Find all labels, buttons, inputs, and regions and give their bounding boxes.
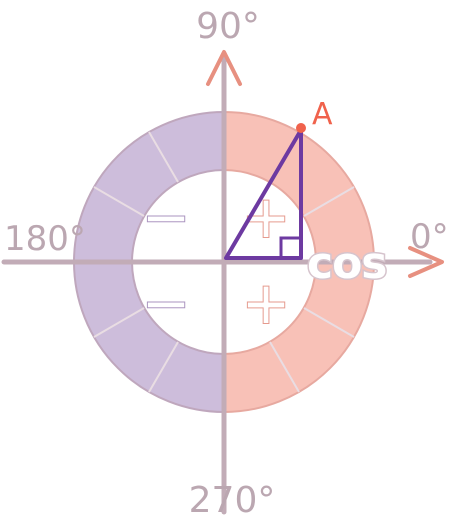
axis-arrow-right-icon <box>408 246 444 278</box>
label-180-deg: 180° <box>4 219 86 259</box>
cos-label: cos <box>307 238 387 289</box>
axis-arrow-up-icon <box>206 50 242 86</box>
right-angle-marker <box>279 236 301 258</box>
point-a <box>296 123 306 133</box>
sign-q3: − <box>142 269 191 337</box>
label-270-deg: 270° <box>189 480 276 518</box>
right-triangle <box>224 128 303 260</box>
sign-q4: + <box>242 269 291 337</box>
sign-q2: − <box>142 183 191 251</box>
positive-ring-half <box>223 110 375 414</box>
label-90-deg: 90° <box>196 6 260 47</box>
label-0-deg: 0° <box>410 217 449 257</box>
negative-ring-half <box>73 110 225 414</box>
point-a-label: A <box>312 97 333 132</box>
